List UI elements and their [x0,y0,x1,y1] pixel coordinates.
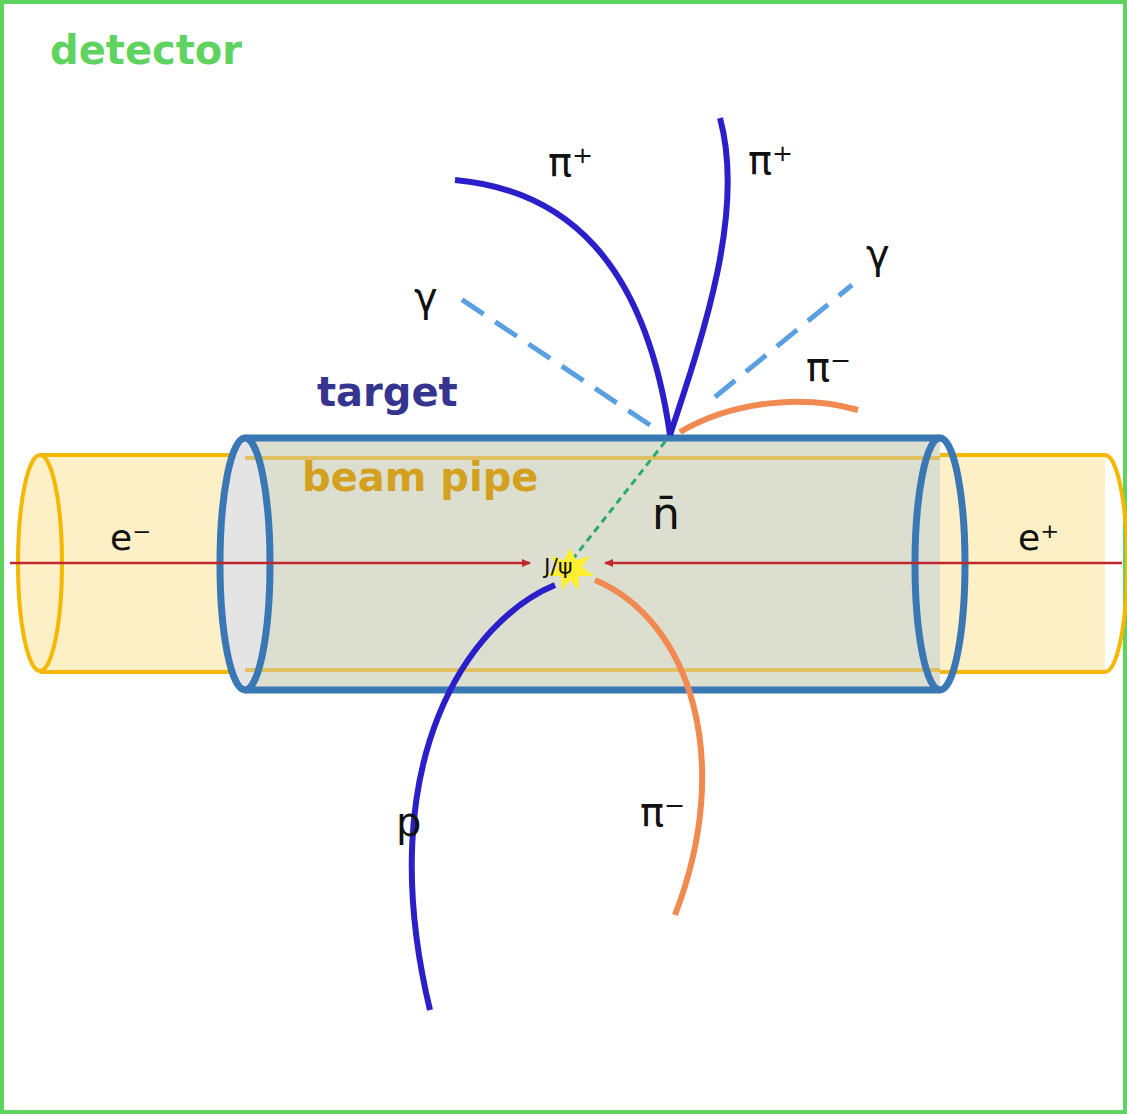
particle-label: n̄ [652,490,680,538]
node-title: target [317,370,458,414]
particle-label: π⁻ [640,790,685,834]
particle-label: p [396,800,421,844]
particle-label: π⁺ [548,140,593,184]
particle-label: γ [414,275,438,319]
particle-tracks [412,118,858,1010]
beam-label: e⁺ [1018,518,1059,558]
node-title: beam pipe [302,455,538,499]
vertex-label: J/ψ [544,555,572,579]
particle-label: π⁻ [806,345,851,389]
particle-label: π⁺ [748,138,793,182]
node-title: detector [50,28,242,72]
beam-label: e⁻ [110,518,151,558]
particle-label: γ [866,232,890,276]
